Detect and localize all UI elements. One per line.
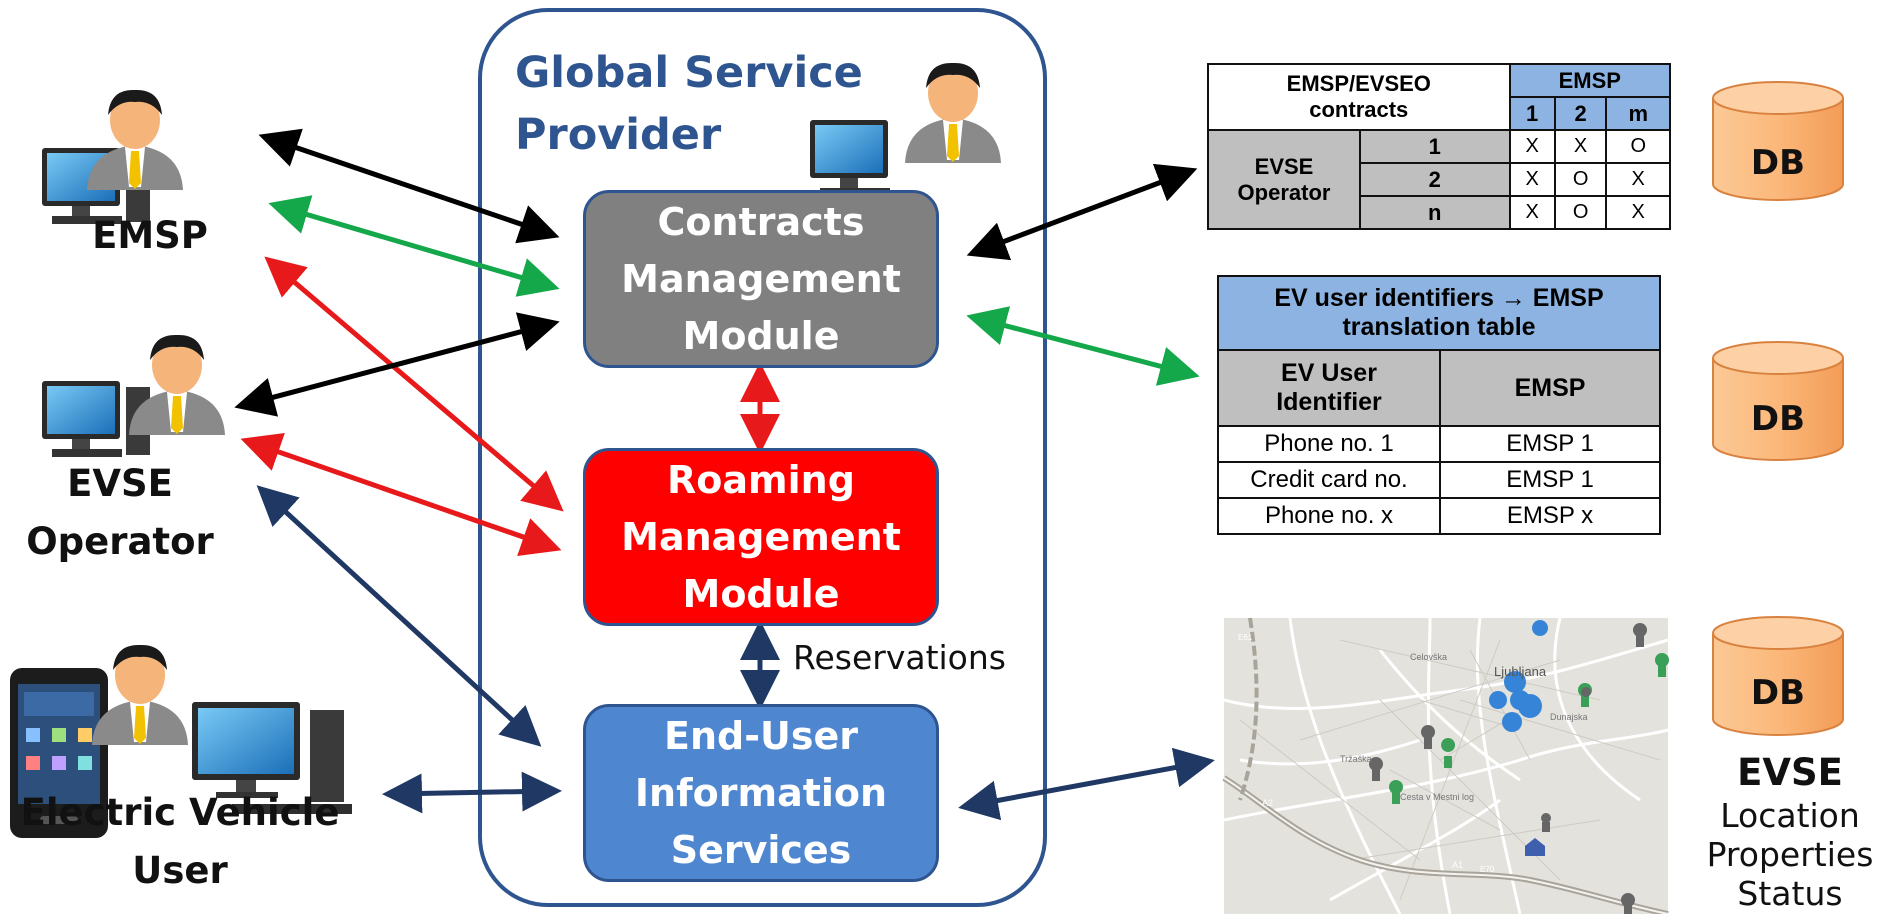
roaming-module-line2: Management <box>621 514 901 559</box>
ev-user-person-icon <box>92 644 188 745</box>
translation-table-cell: EMSP 1 <box>1439 461 1661 499</box>
evse-operator-label-line2: Operator <box>26 520 214 563</box>
evse-operator-computer-icon <box>42 381 150 457</box>
ev-user-label-line1: Electric Vehicle <box>20 791 340 834</box>
contracts-table-cell: X <box>1508 195 1556 230</box>
map-street-label: Celovška <box>1410 652 1447 662</box>
ev-user-label: Electric Vehicle User <box>0 784 360 900</box>
enduser-module-line1: End-User <box>664 713 858 758</box>
contracts-table-corner-line1: EMSP/EVSEO <box>1286 71 1431 96</box>
map-street-label: Dunajska <box>1550 712 1588 722</box>
contracts-table-cell: O <box>1605 129 1671 164</box>
db-cylinder-3: DB <box>1712 616 1844 736</box>
contracts-table-row-id: 1 <box>1359 129 1511 164</box>
translation-table-cell: Phone no. x <box>1217 497 1441 535</box>
contracts-table-row-header-line1: EVSE <box>1254 153 1314 179</box>
contracts-table-corner-line2: contracts <box>1309 97 1409 122</box>
gsp-title-line1: Global Service <box>515 48 863 98</box>
arrow-evse-roaming-red <box>240 432 562 557</box>
map-road-label: E70 <box>1480 865 1495 874</box>
emsp-person-icon <box>87 89 183 190</box>
translation-table-col-header: EV User Identifier <box>1217 349 1441 427</box>
translation-table-cell: EMSP x <box>1439 497 1661 535</box>
translation-table-cell: Phone no. 1 <box>1217 425 1441 463</box>
translation-table: EV user identifiers → EMSP translation t… <box>1217 275 1661 535</box>
map-road-label: A2 <box>1262 798 1273 808</box>
contracts-table-cell: X <box>1605 195 1671 230</box>
arrow-contracts-translation-green <box>966 306 1200 386</box>
contracts-module-line1: Contracts <box>657 199 865 244</box>
enduser-module-line3: Services <box>670 827 852 872</box>
arrow-contracts-table-black <box>966 163 1198 261</box>
arrow-evse-enduser-navy <box>256 485 542 747</box>
translation-table-col-header-line2: Identifier <box>1276 388 1382 416</box>
db-label: DB <box>1751 399 1805 439</box>
translation-table-col-header-line1: EV User <box>1281 359 1377 387</box>
roaming-module-line3: Module <box>682 571 840 616</box>
contracts-table-cell: O <box>1553 195 1608 230</box>
evse-map: Ljubljana A1 A2 E61 E70 Tržaška Celovška… <box>1222 617 1669 914</box>
evse-db-line: Properties <box>1706 835 1874 874</box>
contracts-table-row-header-line2: Operator <box>1237 179 1331 205</box>
contracts-table-row-id: 2 <box>1359 162 1511 197</box>
contracts-module-line2: Management <box>621 256 901 301</box>
map-road-label: E61 <box>1238 633 1253 642</box>
emsp-label: EMSP <box>92 214 208 257</box>
map-street-label: Cesta v Mestni log <box>1400 792 1474 802</box>
gsp-title-line2: Provider <box>515 110 722 160</box>
db-cylinder-2: DB <box>1712 341 1844 461</box>
contracts-table-cell: O <box>1553 162 1608 197</box>
translation-table-title: EV user identifiers → EMSP translation t… <box>1217 275 1661 351</box>
evse-db-title: EVSE <box>1737 751 1843 794</box>
evse-operator-person-icon <box>129 334 225 435</box>
contracts-table-cell: X <box>1508 162 1556 197</box>
map-road-label: A1 <box>1452 860 1463 870</box>
translation-table-cell: EMSP 1 <box>1439 425 1661 463</box>
ev-user-label-line2: User <box>132 849 228 892</box>
contracts-table-corner: EMSP/EVSEO contracts <box>1207 63 1511 131</box>
evse-db-line: Location <box>1720 796 1860 835</box>
contracts-table-emsp-header: EMSP <box>1508 63 1672 98</box>
reservations-label: Reservations <box>793 638 1006 677</box>
smartphone-icon <box>10 668 108 838</box>
contracts-table-cell: X <box>1508 129 1556 164</box>
translation-table-cell: Credit card no. <box>1217 461 1441 499</box>
arrow-evse-contracts-black <box>234 312 560 417</box>
arrow-emsp-contracts-black <box>258 128 560 244</box>
translation-table-title-line1: EV user identifiers → EMSP <box>1274 284 1604 312</box>
roaming-module-line1: Roaming <box>667 457 855 502</box>
contracts-table-row-header: EVSE Operator <box>1207 129 1361 230</box>
roaming-management-module[interactable]: Roaming Management Module <box>583 448 939 626</box>
evse-operator-label: EVSE Operator <box>10 455 230 571</box>
contracts-table-col-header: 2 <box>1553 96 1608 131</box>
map-street-label: Tržaška <box>1340 754 1372 764</box>
arrow-evuser-enduser-navy <box>382 771 562 814</box>
contracts-table: EMSP/EVSEO contracts EMSP 1 2 m EVSE Ope… <box>1207 63 1672 230</box>
translation-table-col-header: EMSP <box>1439 349 1661 427</box>
translation-table-title-line2: translation table <box>1342 313 1536 341</box>
contracts-table-cell: X <box>1553 129 1608 164</box>
db-cylinder-1: DB <box>1712 81 1844 201</box>
contracts-table-row-id: n <box>1359 195 1511 230</box>
arrow-enduser-map-navy <box>958 747 1215 821</box>
db-label: DB <box>1751 143 1805 183</box>
contracts-management-module[interactable]: Contracts Management Module <box>583 190 939 368</box>
contracts-table-col-header: 1 <box>1508 96 1556 131</box>
contracts-table-col-header: m <box>1605 96 1671 131</box>
evse-operator-label-line1: EVSE <box>67 462 173 505</box>
end-user-information-services-module[interactable]: End-User Information Services <box>583 704 939 882</box>
contracts-module-line3: Module <box>682 313 840 358</box>
evse-db-line: Status <box>1737 874 1843 913</box>
gsp-title: Global Service Provider <box>515 42 863 166</box>
evse-db-caption: EVSE Location Properties Status <box>1690 750 1890 913</box>
contracts-table-cell: X <box>1605 162 1671 197</box>
map-city-label: Ljubljana <box>1494 664 1547 679</box>
enduser-module-line2: Information <box>634 770 888 815</box>
gsp-person-icon <box>905 62 1001 163</box>
db-label: DB <box>1751 673 1805 713</box>
